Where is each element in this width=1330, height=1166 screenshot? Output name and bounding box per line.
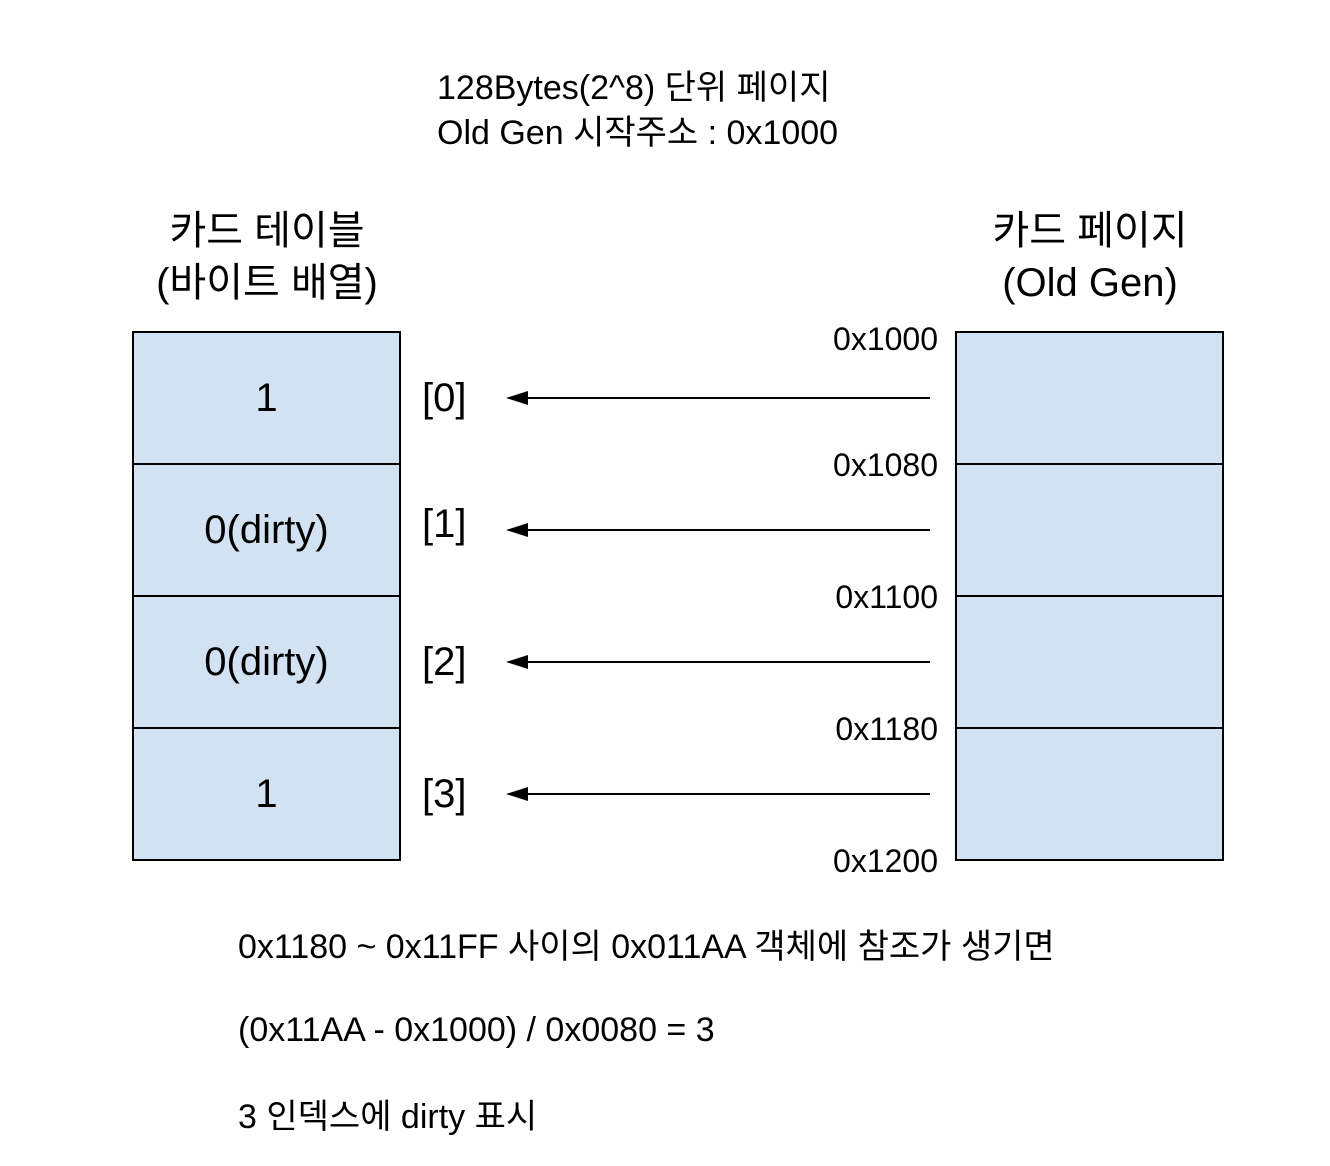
card-page-title: 카드 페이지 bbox=[992, 209, 1188, 253]
address-label-2: 0x1100 bbox=[835, 579, 938, 615]
arrowhead-icon bbox=[506, 391, 528, 405]
card-table: 1 0(dirty) 0(dirty) 1 bbox=[132, 331, 401, 861]
card-page bbox=[955, 331, 1224, 861]
arrowhead-icon bbox=[506, 787, 528, 801]
note-line-3: 3 인덱스에 dirty 표시 bbox=[238, 1098, 538, 1136]
arrow-3 bbox=[506, 787, 930, 801]
card-page-block-2 bbox=[957, 597, 1222, 729]
card-table-cell-1: 0(dirty) bbox=[134, 465, 399, 597]
address-label-3: 0x1180 bbox=[835, 711, 938, 747]
arrow-1 bbox=[506, 523, 930, 537]
card-page-subtitle: (Old Gen) bbox=[1002, 261, 1178, 305]
card-table-title: 카드 테이블 bbox=[169, 209, 365, 253]
address-label-1: 0x1080 bbox=[833, 447, 938, 483]
card-table-cell-0: 1 bbox=[134, 333, 399, 465]
card-table-subtitle: (바이트 배열) bbox=[156, 261, 378, 305]
index-label-0: [0] bbox=[422, 376, 467, 420]
card-table-cell-3: 1 bbox=[134, 729, 399, 859]
note-line-2: (0x11AA - 0x1000) / 0x0080 = 3 bbox=[238, 1011, 715, 1049]
header-title-line1: 128Bytes(2^8) 단위 페이지 bbox=[437, 69, 831, 107]
address-label-0: 0x1000 bbox=[833, 321, 938, 357]
address-label-4: 0x1200 bbox=[833, 843, 938, 879]
note-line-1: 0x1180 ~ 0x11FF 사이의 0x011AA 객체에 참조가 생기면 bbox=[238, 928, 1055, 966]
index-label-1: [1] bbox=[422, 502, 467, 546]
arrowhead-icon bbox=[506, 655, 528, 669]
card-page-block-1 bbox=[957, 465, 1222, 597]
card-table-cell-2: 0(dirty) bbox=[134, 597, 399, 729]
card-page-block-0 bbox=[957, 333, 1222, 465]
arrowhead-icon bbox=[506, 523, 528, 537]
header-title-line2: Old Gen 시작주소 : 0x1000 bbox=[437, 114, 839, 152]
index-label-2: [2] bbox=[422, 640, 467, 684]
arrow-0 bbox=[506, 391, 930, 405]
card-page-block-3 bbox=[957, 729, 1222, 859]
index-label-3: [3] bbox=[422, 772, 467, 816]
arrow-2 bbox=[506, 655, 930, 669]
